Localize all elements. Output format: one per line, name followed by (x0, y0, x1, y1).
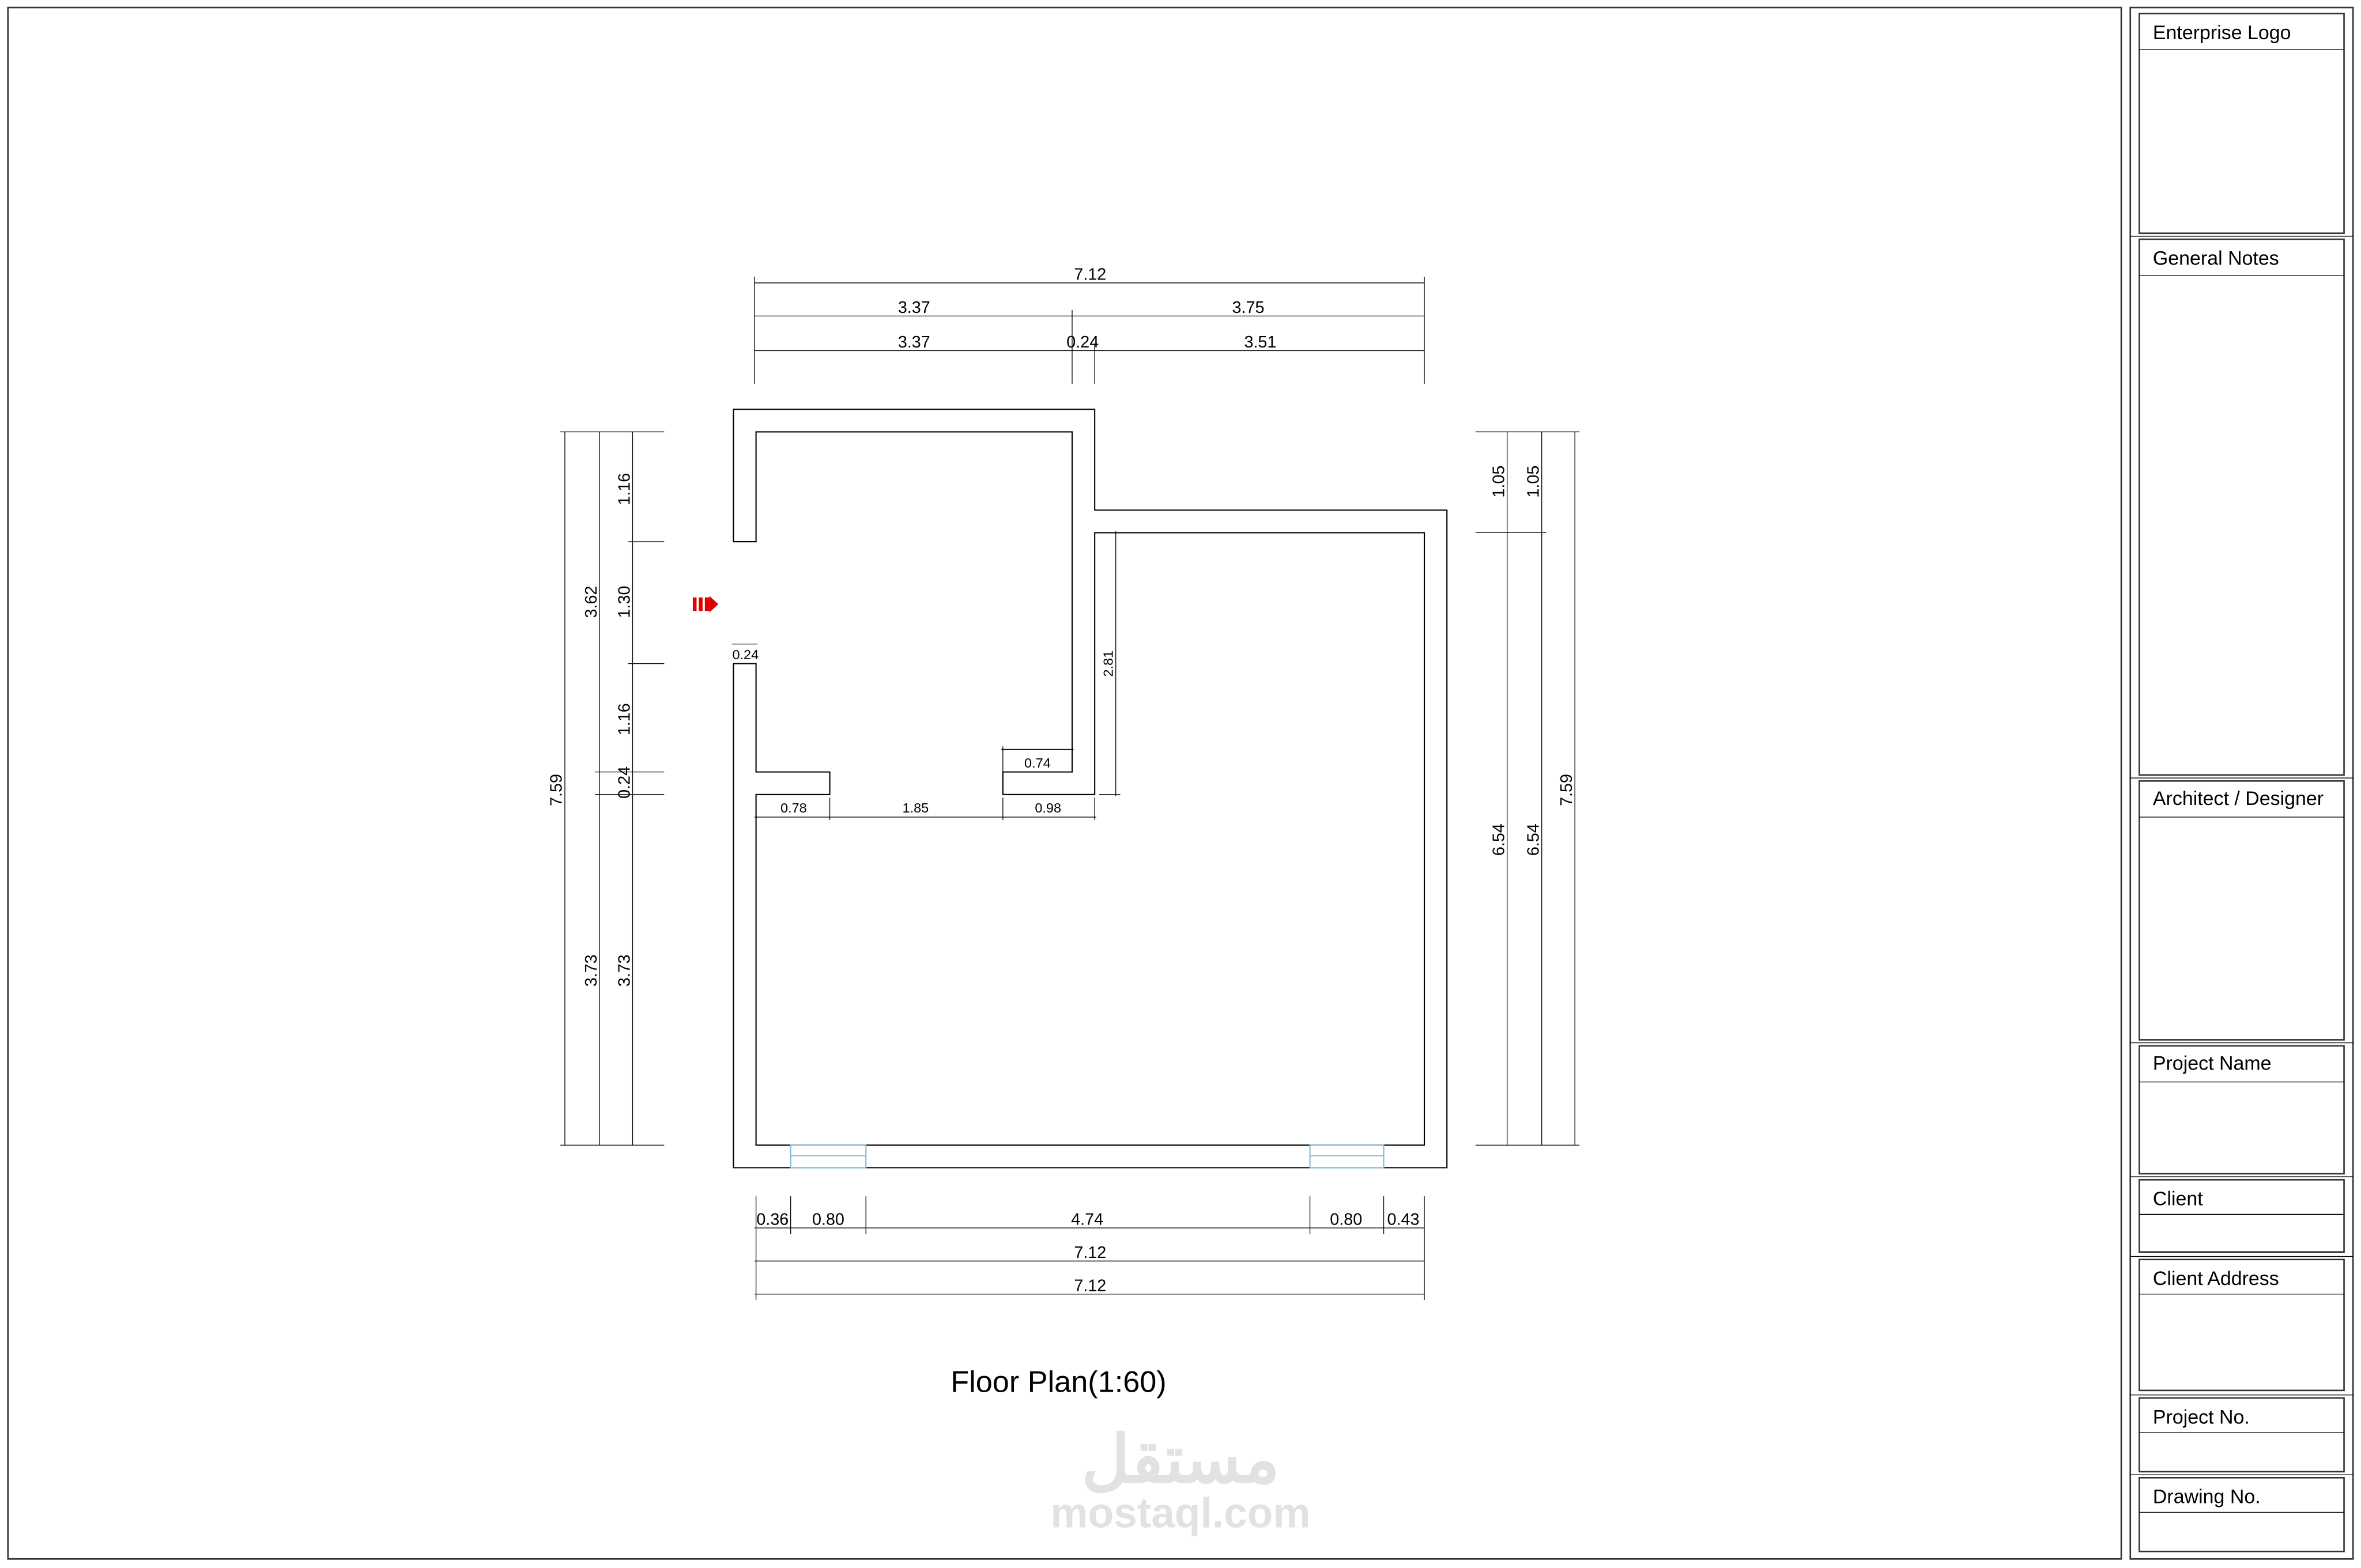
dim-label: 7.12 (1074, 266, 1106, 284)
dim-label: 3.75 (1232, 299, 1265, 317)
dim-label: 0.24 (732, 647, 759, 662)
panel-label: Project Name (2153, 1053, 2272, 1075)
dim-label: 7.59 (548, 774, 566, 806)
dim-label: 7.12 (1074, 1277, 1106, 1295)
dim-label: 0.74 (1024, 755, 1051, 770)
dim-label: 1.30 (615, 586, 633, 618)
dim-label: 1.05 (1524, 466, 1542, 498)
dim-label: 0.80 (1330, 1211, 1362, 1229)
walls (733, 409, 1448, 1169)
panel-project-no: Project No. (2139, 1397, 2345, 1473)
dim-label: 0.24 (1066, 333, 1099, 352)
dim-label: 1.16 (615, 473, 633, 505)
dim-label: 0.78 (780, 800, 807, 815)
bottom-dimensions (754, 1196, 1425, 1301)
title-block-border (2129, 6, 2354, 1560)
panel-enterprise-logo: Enterprise Logo (2139, 13, 2345, 235)
dim-label: 3.37 (898, 299, 930, 317)
dim-label: 1.05 (1489, 466, 1508, 498)
left-dimensions (560, 431, 665, 1146)
dim-label: 0.80 (812, 1211, 844, 1229)
panel-label: Project No. (2153, 1406, 2250, 1428)
panel-architect: Architect / Designer (2139, 780, 2345, 1041)
dim-label: 6.54 (1489, 823, 1508, 856)
panel-label: General Notes (2153, 248, 2279, 270)
top-dimensions (754, 277, 1425, 384)
dim-label: 1.85 (903, 800, 929, 815)
entrance-arrow-icon (692, 596, 719, 613)
panel-label: Architect / Designer (2153, 788, 2324, 810)
dim-label: 4.74 (1071, 1211, 1103, 1229)
dim-label: 2.81 (1100, 651, 1115, 677)
panel-label: Enterprise Logo (2153, 22, 2291, 44)
watermark-latin: mostaql.com (1051, 1490, 1311, 1536)
interior-dimensions (731, 531, 1121, 821)
window-left (790, 1144, 867, 1169)
title-block: Enterprise Logo General Notes Architect … (2130, 13, 2354, 1552)
panel-label: Client (2153, 1188, 2203, 1210)
watermark: مستقل mostaql.com (1051, 1423, 1311, 1536)
panel-general-notes: General Notes (2139, 238, 2345, 776)
panel-client-address: Client Address (2139, 1259, 2345, 1392)
panel-drawing-no: Drawing No. (2139, 1477, 2345, 1552)
dim-label: 7.59 (1557, 774, 1576, 806)
dim-label: 0.24 (615, 766, 633, 799)
watermark-arabic: مستقل (1081, 1423, 1280, 1497)
dim-label: 6.54 (1524, 823, 1542, 856)
panel-project-name: Project Name (2139, 1045, 2345, 1175)
dim-label: 3.73 (582, 954, 601, 987)
dim-label: 0.98 (1035, 800, 1061, 815)
window-right (1309, 1144, 1385, 1169)
drawing-title: Floor Plan(1:60) (951, 1365, 1166, 1399)
drawing-border (7, 6, 2122, 1560)
dim-label: 3.73 (615, 954, 633, 987)
dim-label: 1.16 (615, 703, 633, 735)
panel-label: Client Address (2153, 1268, 2279, 1290)
right-dimensions (1475, 431, 1580, 1146)
panel-client: Client (2139, 1178, 2345, 1253)
dim-label: 3.62 (582, 586, 601, 618)
dim-label: 0.43 (1387, 1211, 1420, 1229)
dim-label: 0.36 (756, 1211, 789, 1229)
dim-label: 3.51 (1244, 333, 1276, 352)
panel-label: Drawing No. (2153, 1486, 2261, 1508)
dim-label: 3.37 (898, 333, 930, 352)
dim-label: 7.12 (1074, 1244, 1106, 1262)
